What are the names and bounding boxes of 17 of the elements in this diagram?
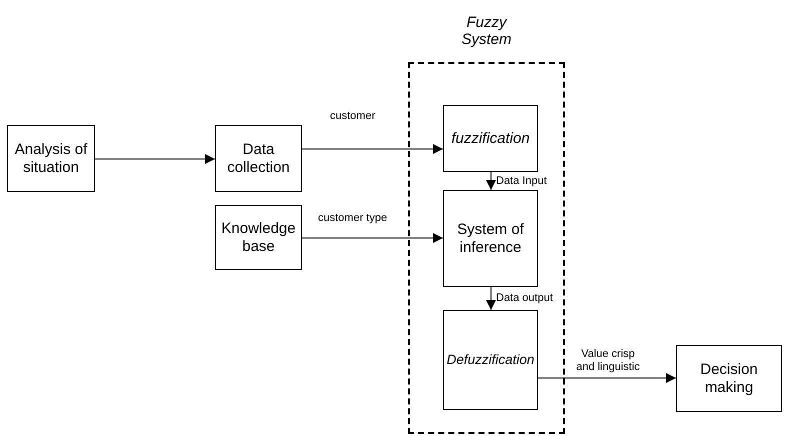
edge-label: Data output: [496, 292, 553, 305]
process-box: Knowledge base: [215, 205, 302, 270]
edge-label: customer type: [318, 212, 388, 225]
arrow: [302, 233, 444, 243]
process-box: Decision making: [676, 345, 782, 412]
edge-label: Data Input: [496, 175, 547, 188]
process-box: fuzzification: [443, 105, 538, 172]
arrow: [302, 144, 444, 154]
group-title: Fuzzy System: [460, 14, 512, 48]
process-box: Data collection: [215, 125, 302, 192]
arrow: [94, 154, 216, 164]
arrow: [486, 172, 496, 190]
process-box: Analysis of situation: [7, 125, 95, 192]
arrow: [486, 286, 496, 310]
arrow: [538, 373, 676, 383]
process-box: System of inference: [443, 190, 538, 287]
process-box: Defuzzification: [443, 310, 538, 410]
